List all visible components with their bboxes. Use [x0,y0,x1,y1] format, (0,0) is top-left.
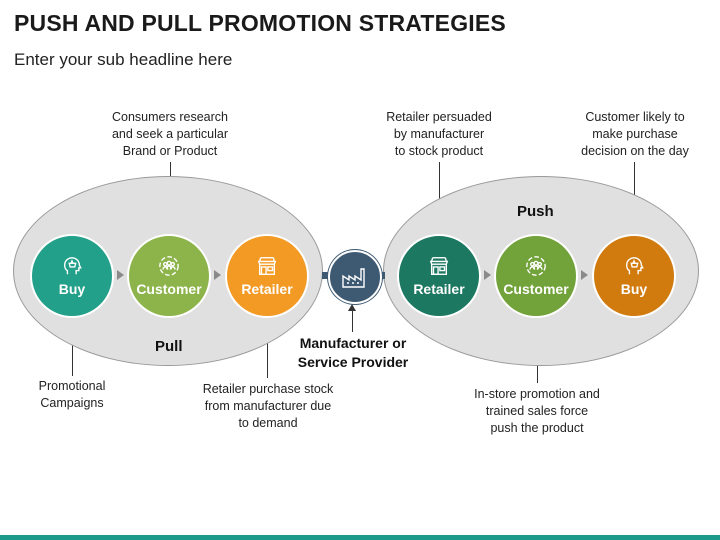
pull-node-buy-label: Buy [58,281,86,297]
mfr-up-arrow-line [352,310,353,332]
arrow-push-2 [581,270,588,280]
manufacturer-label: Manufacturer or Service Provider [297,335,409,370]
push-node-retailer: Retailer [397,234,481,318]
factory-icon [342,268,365,288]
people-icon [159,256,179,276]
basket-head-icon [63,257,82,275]
note-consumers-research: Consumers research and seek a particular… [111,110,229,158]
pull-node-retailer: Retailer [225,234,309,318]
note-retailer-persuaded: Retailer persuaded by manufacturer to st… [386,110,492,158]
page-title: PUSH AND PULL PROMOTION STRATEGIES [14,10,506,36]
note-retailer-purchase: Retailer purchase stock from manufacture… [202,382,334,430]
mfr-connector-right [379,272,385,279]
pull-node-customer: Customer [127,234,211,318]
connector-retailer-purchase [267,316,268,378]
page-subtitle: Enter your sub headline here [14,50,233,69]
pull-node-buy: Buy [30,234,114,318]
basket-head-icon [625,257,644,275]
people-icon [526,256,546,276]
arrow-push-1 [484,270,491,280]
push-node-retailer-label: Retailer [413,281,465,297]
mfr-connector-left [322,272,328,279]
note-instore-promotion: In-store promotion and trained sales for… [474,387,600,435]
push-node-buy: Buy [592,234,676,318]
note-promotional-campaigns: Promotional Campaigns [38,379,106,410]
accent-bar [0,535,720,540]
pull-node-customer-label: Customer [136,281,202,297]
manufacturer-node [328,250,382,304]
note-customer-likely: Customer likely to make purchase decisio… [581,110,689,158]
push-node-buy-label: Buy [620,281,648,297]
pull-label: Pull [155,338,183,355]
mfr-up-arrow-head [348,304,356,311]
push-node-customer-label: Customer [503,281,569,297]
push-node-customer: Customer [494,234,578,318]
push-label: Push [517,203,554,220]
arrow-pull-2 [214,270,221,280]
store-icon [429,257,449,275]
arrow-pull-1 [117,270,124,280]
store-icon [257,257,277,275]
pull-node-retailer-label: Retailer [241,281,293,297]
